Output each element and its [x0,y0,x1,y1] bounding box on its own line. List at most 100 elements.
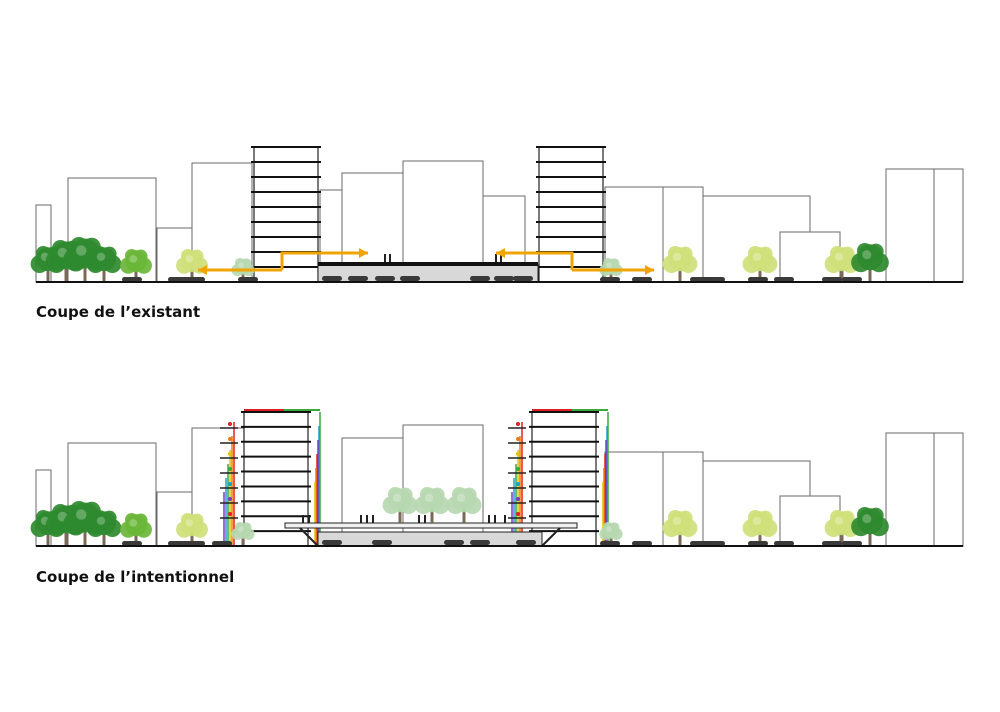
tree-foliage [134,249,148,263]
tree-trunk [102,532,106,546]
tree [742,246,778,282]
tree-trunk [241,537,245,546]
balcony-plant [228,437,232,441]
person-figure [389,254,391,262]
person-figure [366,515,368,523]
tree-trunk [840,532,844,546]
balcony-plant [228,482,232,486]
tree-foliage [678,510,693,525]
tree-foliage [92,510,107,525]
foliage-highlight [185,519,194,527]
tree-trunk [134,533,138,546]
tree [599,522,623,546]
tree-foliage [430,487,445,502]
tree-foliage [840,246,855,261]
street-car [632,541,652,546]
building-block-right [604,186,664,283]
tree-foliage [102,246,117,261]
street-car [748,541,768,546]
parked-car [470,540,490,545]
tree-foliage [134,513,148,527]
tree [120,513,152,546]
tree-foliage [92,246,107,261]
tree-foliage [857,243,873,259]
street-car [600,541,620,546]
building-block-edge [933,432,964,547]
balcony-plant [516,452,520,456]
street-car [185,277,205,282]
foliage-highlight [185,255,194,263]
balcony-plant [228,497,232,501]
tree-foliage [668,246,683,261]
tree-foliage [758,510,773,525]
person-figure [494,515,496,523]
arrow-head [359,248,368,258]
person-figure [488,515,490,523]
street-car [600,277,620,282]
tree-trunk [430,509,434,523]
tree-trunk [868,267,872,282]
street-car [212,541,232,546]
tree-trunk [190,533,194,546]
tree-foliage [241,522,252,532]
foliage-highlight [456,493,466,502]
tree [382,487,418,523]
tree-foliage [857,507,873,523]
person-figure [384,254,386,262]
tree-foliage [603,522,613,532]
foliage-highlight [424,493,434,502]
tree-foliage [388,487,403,502]
foliage-highlight [238,262,244,269]
tree [851,507,889,546]
street-car [122,541,142,546]
person-figure [424,515,426,523]
tree-trunk [64,266,68,282]
foliage-highlight [834,252,844,261]
tree-foliage [748,510,763,525]
tree-foliage [398,487,413,502]
tree [86,510,122,546]
foliage-highlight [862,250,872,260]
foliage-highlight [752,516,762,525]
foliage-highlight [672,252,682,261]
tree-foliage [102,510,117,525]
residential-tower-left [251,146,321,283]
tree-foliage [181,513,195,527]
tree-foliage [420,487,435,502]
arrow-line [496,251,574,270]
section-existing [30,146,964,283]
parked-car [494,276,514,281]
person-figure [500,254,502,262]
tree-foliage [748,246,763,261]
caption-existing-section: Coupe de l’existant [36,303,201,321]
balcony-plant [228,512,232,516]
tree [742,510,778,546]
balcony-plant [228,422,232,426]
tree-trunk [134,269,138,282]
tree-trunk [840,268,844,282]
tree-trunk [46,532,50,546]
tree-trunk [462,509,466,523]
tree [662,246,698,282]
balcony-plant [228,467,232,471]
street-car [822,541,842,546]
tree [414,487,450,523]
street-car [690,541,710,546]
arrow-head [198,265,207,275]
balcony-plant [516,422,520,426]
tree-foliage [609,258,620,269]
street-car [122,277,142,282]
foliage-highlight [606,526,612,532]
tree-foliage [125,513,139,527]
arrow-head [496,248,505,258]
parked-car [470,276,490,281]
parked-car [513,276,533,281]
tree-trunk [102,268,106,282]
tree-foliage [52,240,69,257]
balcony-plant [516,497,520,501]
street-car [748,277,768,282]
person-figure [504,515,506,523]
foliage-highlight [238,526,244,532]
